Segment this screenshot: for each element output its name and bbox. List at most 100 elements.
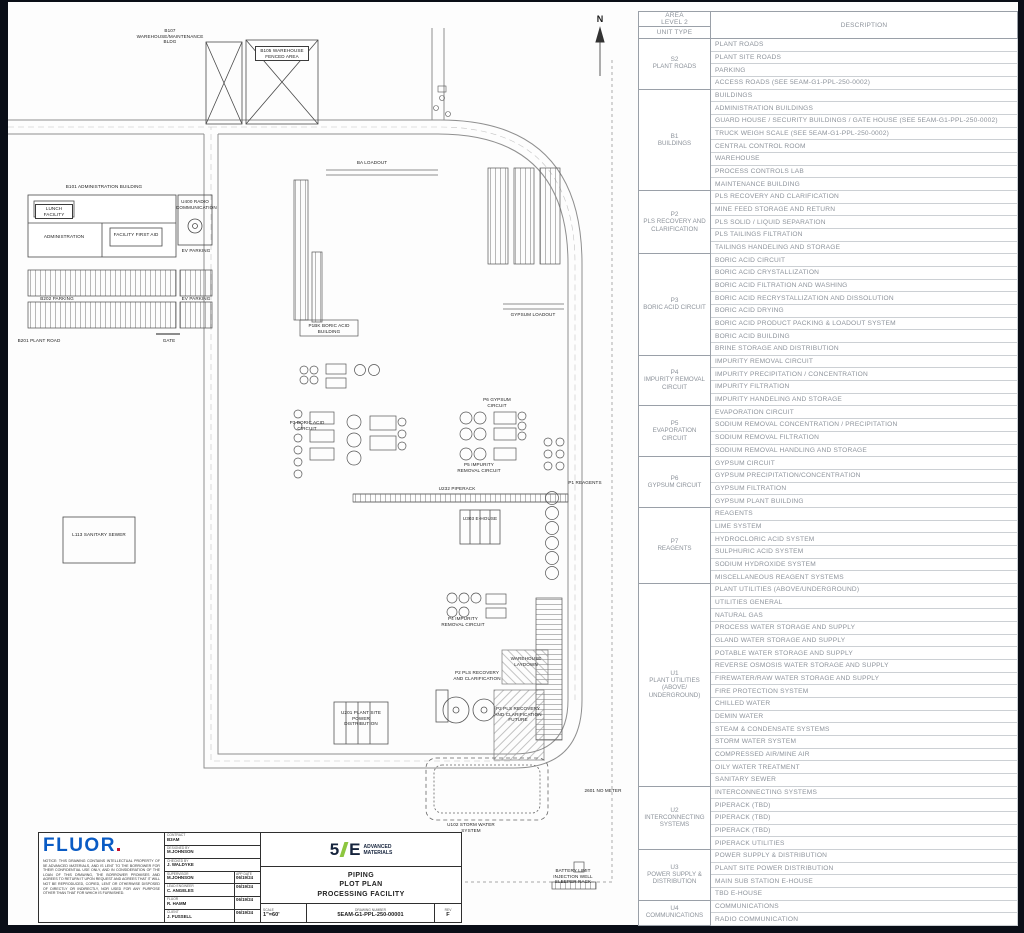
row-date: 06/19/24 [236, 875, 254, 881]
description-cell: CENTRAL CONTROL ROOM [710, 139, 1018, 154]
row-label: LEAD ENGINEER [167, 884, 194, 889]
pls-future-area [493, 689, 545, 761]
label-p6-gypsum-circuit: P6 GYPSUM CIRCUIT [483, 397, 511, 408]
label-warehouse-laydown: WAREHOUSE LAYDOWN [510, 656, 542, 667]
drawing-sheet: B107 WAREHOUSE/MAINTENANCE BLDG B105 WAR… [8, 2, 1018, 927]
reagent-tanks [543, 437, 565, 580]
legend-row: PLS TAILINGS FILTRATION [639, 228, 1018, 242]
legend-row: PIPERACK (TBD) [639, 798, 1018, 812]
description-cell: MAINTENANCE BUILDING [710, 177, 1018, 192]
label-l113-sanitary-sewer: L113 SANITARY SEWER [72, 532, 126, 537]
legend-row: PIPERACK UTILITIES [639, 836, 1018, 850]
road-centerlines [8, 126, 576, 762]
warehouse-area [205, 39, 319, 125]
storm-water-pond [425, 757, 549, 821]
description-cell: BORIC ACID CIRCUIT [710, 253, 1018, 268]
description-cell: REVERSE OSMOSIS WATER STORAGE AND SUPPLY [710, 658, 1018, 673]
description-cell: PIPERACK (TBD) [710, 798, 1018, 812]
description-cell: PARKING [710, 63, 1018, 78]
north-arrow [595, 26, 605, 76]
description-cell: SULPHURIC ACID SYSTEM [710, 544, 1018, 559]
drawing-title-line2: PLOT PLAN [339, 881, 383, 889]
scale-label: SCALE [263, 908, 274, 912]
label-gypsum-loadout: GYPSUM LOADOUT [510, 312, 556, 317]
legend-row: RADIO COMMUNICATION [639, 912, 1018, 927]
description-cell: PLANT UTILITIES (ABOVE/UNDERGROUND) [710, 582, 1018, 597]
power-distribution [333, 701, 389, 745]
description-cell: POTABLE WATER STORAGE AND SUPPLY [710, 646, 1018, 660]
description-cell: PIPERACK (TBD) [710, 823, 1018, 838]
description-cell: PLS TAILINGS FILTRATION [710, 228, 1018, 242]
label-p2-pls-future: P2 PLS RECOVERY AND CLARIFICATION FUTURE [494, 706, 542, 722]
description-cell: INTERCONNECTING SYSTEMS [710, 785, 1018, 800]
description-cell: REAGENTS [710, 506, 1018, 521]
boric-acid-equipment [293, 363, 407, 479]
legend-row: STORM WATER SYSTEM [639, 734, 1018, 749]
legend-row: LIME SYSTEM [639, 519, 1018, 534]
parking-areas [27, 269, 213, 335]
description-cell: BUILDINGS [710, 88, 1018, 103]
titleblock-row-client: CLIENT J. FUSSELL 06/19/24 [165, 910, 260, 923]
notice-text: NOTICE: THIS DRAWING CONTAINS INTELLECTU… [43, 859, 160, 896]
description-cell: SANITARY SEWER [710, 772, 1018, 787]
description-cell: WAREHOUSE [710, 152, 1018, 166]
legend-row: GLAND WATER STORAGE AND SUPPLY [639, 633, 1018, 648]
description-cell: SODIUM REMOVAL CONCENTRATION / PRECIPITA… [710, 418, 1018, 432]
label-u102-storm-water: U102 STORM WATER SYSTEM [447, 822, 495, 833]
legend-row: POTABLE WATER STORAGE AND SUPPLY [639, 646, 1018, 660]
description-cell: BORIC ACID DRYING [710, 304, 1018, 318]
row-value: J. FUSSELL [167, 913, 192, 919]
description-cell: PROCESS WATER STORAGE AND SUPPLY [710, 620, 1018, 635]
unit-type-header: UNIT TYPE [638, 26, 711, 39]
legend-row: SANITARY SEWER [639, 772, 1018, 787]
label-p1bk-boric-building: P1BK BORIC ACID BUILDING [308, 323, 350, 334]
label-administration: ADMINISTRATION [43, 234, 85, 239]
legend-row: PROCESS WATER STORAGE AND SUPPLY [639, 620, 1018, 635]
description-cell: TAILINGS HANDELING AND STORAGE [710, 240, 1018, 255]
description-cell: MINE FEED STORAGE AND RETURN [710, 202, 1018, 217]
description-header: DESCRIPTION [710, 11, 1018, 39]
description-cell: CHILLED WATER [710, 696, 1018, 711]
description-cell: GYPSUM FILTRATION [710, 481, 1018, 496]
legend-row: PIPERACK (TBD) [639, 810, 1018, 825]
label-ev-parking-1: EV PARKING [181, 248, 211, 253]
row-value: J. WALDYKE [167, 862, 194, 868]
drawing-number-cell: DRAWING NUMBER 5EAM-G1-PPL-250-00001 [307, 904, 435, 922]
legend-row: CHILLED WATER [639, 696, 1018, 711]
description-cell: MAIN SUB STATION E-HOUSE [710, 874, 1018, 889]
description-cell: GYPSUM PRECIPITATION/CONCENTRATION [710, 468, 1018, 483]
row-value: B3AM [167, 836, 180, 842]
label-p5-impurity-circuit: P5 IMPURITY REMOVAL CIRCUIT [457, 462, 501, 473]
row-label: CONTRACT [167, 833, 186, 837]
row-date: 06/19/24 [236, 884, 254, 890]
description-cell: GYPSUM CIRCUIT [710, 456, 1018, 470]
drawing-title-line1: PIPING [347, 872, 375, 880]
drawing-number-value: 5EAM-G1-PPL-250-00001 [337, 912, 404, 918]
label-lunch-facility: LUNCH FACILITY [35, 204, 73, 219]
description-cell: PLS RECOVERY AND CLARIFICATION [710, 190, 1018, 204]
legend-table-header: AREA LEVEL 2 DESCRIPTION UNIT TYPE [638, 11, 1018, 39]
5e-logo-text: ADVANCED MATERIALS [363, 843, 393, 856]
legend-row: PLANT SITE POWER DISTRIBUTION [639, 861, 1018, 876]
description-cell: GUARD HOUSE / SECURITY BUILDINGS / GATE … [710, 114, 1018, 128]
description-cell: OILY WATER TREATMENT [710, 760, 1018, 774]
piperack-u232 [352, 493, 569, 503]
description-cell: PIPERACK (TBD) [710, 810, 1018, 825]
description-cell: STORM WATER SYSTEM [710, 734, 1018, 749]
label-p4-impurity-circuit: P4 IMPURITY REMOVAL CIRCUIT [441, 616, 485, 627]
legend-row: FIRE PROTECTION SYSTEM [639, 684, 1018, 698]
label-u400-radio: U400 RADIO COMMUNICATION [176, 199, 217, 210]
description-cell: ACCESS ROADS (SEE 5EAM-G1-PPL-250-0002) [710, 76, 1018, 90]
